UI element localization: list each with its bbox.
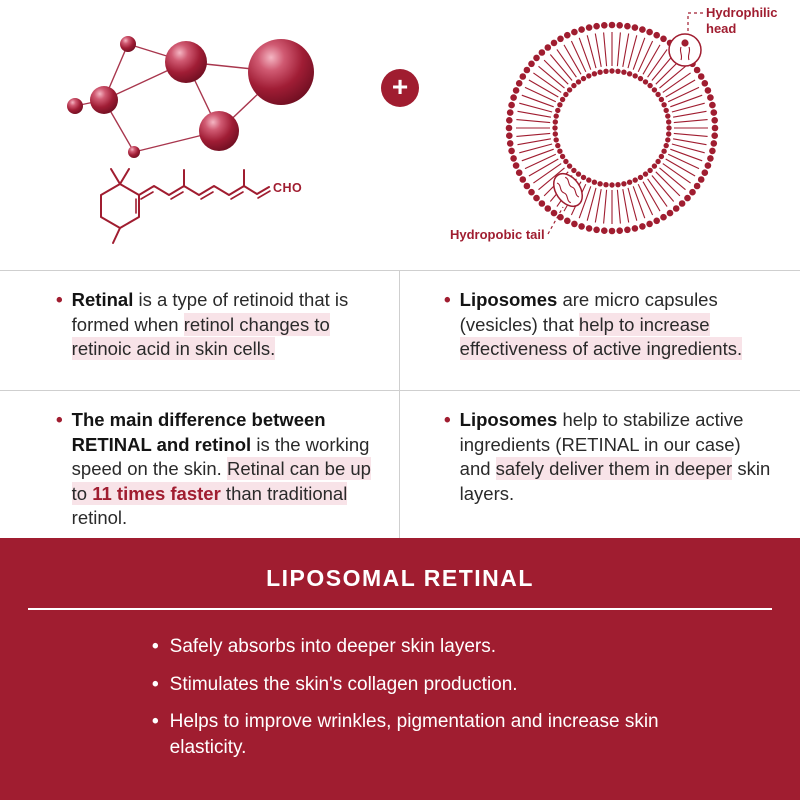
- hydrophobic-tail-label: Hydropobic tail: [450, 227, 545, 242]
- fact-text: The main difference between RETINAL and …: [71, 409, 371, 529]
- banner-divider: [28, 608, 772, 610]
- bullet-icon: •: [152, 636, 159, 657]
- benefit-text: Safely absorbs into deeper skin layers.: [169, 636, 496, 657]
- liposome-ring: [505, 21, 719, 235]
- cho-label: CHO: [273, 181, 302, 195]
- plus-icon: +: [381, 69, 419, 107]
- facts-row-1: • Retinal is a type of retinoid that is …: [0, 271, 800, 391]
- hydrophilic-head-detail: [668, 33, 702, 67]
- hydrophobic-tail-detail: [552, 172, 584, 208]
- banner-title: LIPOSOMAL RETINAL: [266, 565, 534, 591]
- fact-text: Liposomes are micro capsules (vesicles) …: [459, 289, 743, 361]
- tail-label-connector: [547, 206, 564, 235]
- retinal-structure: CHO: [100, 168, 302, 244]
- fact-liposome-definition: • Liposomes are micro capsules (vesicles…: [400, 271, 800, 390]
- bullet-icon: •: [56, 410, 63, 431]
- liposomal-retinal-banner: LIPOSOMAL RETINAL • Safely absorbs into …: [0, 538, 800, 800]
- benefit-item: • Helps to improve wrinkles, pigmentatio…: [152, 709, 660, 760]
- fact-text: Retinal is a type of retinoid that is fo…: [71, 289, 349, 361]
- bullet-icon: •: [56, 290, 63, 311]
- benefit-item: • Safely absorbs into deeper skin layers…: [152, 634, 660, 660]
- bullet-icon: •: [444, 290, 451, 311]
- retinal-panel: CHO: [0, 0, 400, 270]
- fact-retinal-speed: • The main difference between RETINAL an…: [0, 391, 400, 538]
- bullet-icon: •: [152, 673, 159, 695]
- retinal-molecule-illustration: CHO: [67, 36, 314, 244]
- head-label-connector: [687, 12, 703, 32]
- liposome-panel: Hydrophilic head Hydropobic tail: [400, 0, 800, 270]
- facts-row-2: • The main difference between RETINAL an…: [0, 391, 800, 538]
- facts-section: • Retinal is a type of retinoid that is …: [0, 270, 800, 538]
- bullet-icon: •: [444, 410, 451, 431]
- benefits-list: • Safely absorbs into deeper skin layers…: [0, 634, 800, 761]
- benefit-item: • Stimulates the skin's collagen product…: [152, 672, 660, 698]
- fact-liposome-delivery: • Liposomes help to stabilize active ing…: [400, 391, 800, 538]
- top-section: CHO +: [0, 0, 800, 270]
- plus-glyph: +: [391, 71, 409, 102]
- bullet-icon: •: [152, 711, 159, 733]
- hydrophilic-head-label: Hydrophilic head: [706, 5, 778, 37]
- liposome-illustration: [505, 12, 719, 235]
- fact-text: Liposomes help to stabilize active ingre…: [459, 409, 771, 504]
- benefit-text: Helps to improve wrinkles, pigmentation …: [169, 711, 659, 758]
- molecule-atoms: [67, 36, 314, 158]
- benefit-text: Stimulates the skin's collagen productio…: [169, 673, 518, 695]
- fact-retinal-definition: • Retinal is a type of retinoid that is …: [0, 271, 400, 390]
